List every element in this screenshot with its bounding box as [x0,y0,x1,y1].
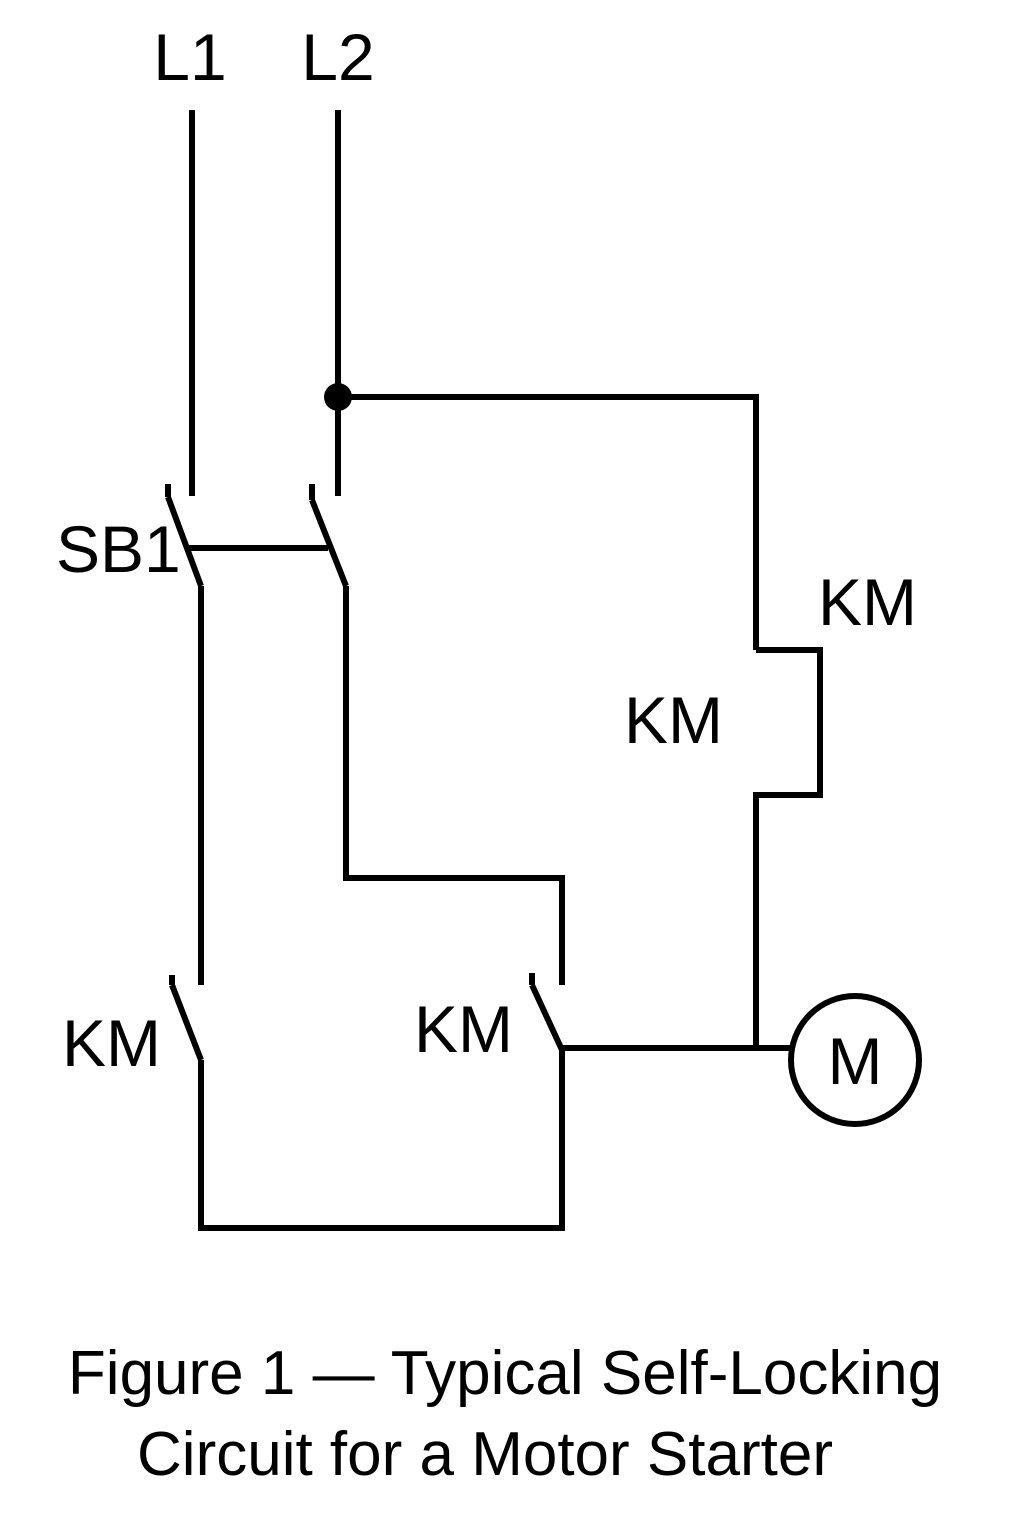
sb1-contact-right-blade [309,498,349,588]
km-right-contact-blade [529,983,565,1052]
motor-circle [788,993,922,1127]
wire-bottom-loop [198,1048,565,1231]
label-km-main: KM [624,683,723,757]
sb1-contact-left-blade [165,495,204,588]
label-l2: L2 [301,20,374,94]
wire-top-to-coil [338,394,759,650]
wire-right-branch [343,586,565,985]
sb1-start-button [165,484,349,588]
label-km-coil-outer: KM [818,565,917,639]
km-left-contact-blade [169,983,204,1062]
caption-line-1: Figure 1 — Typical Self-Locking [68,1339,942,1408]
caption-line-2: Circuit for a Motor Starter [137,1420,833,1489]
label-km-right: KM [414,992,513,1066]
label-sb1: SB1 [56,512,181,586]
label-motor: M [828,1024,883,1098]
km-coil [753,647,823,1048]
motor: M [788,993,922,1127]
km-contact-right [529,973,565,1052]
label-l1: L1 [153,20,226,94]
km-contact-left [169,975,204,1062]
label-km-left: KM [62,1006,161,1080]
